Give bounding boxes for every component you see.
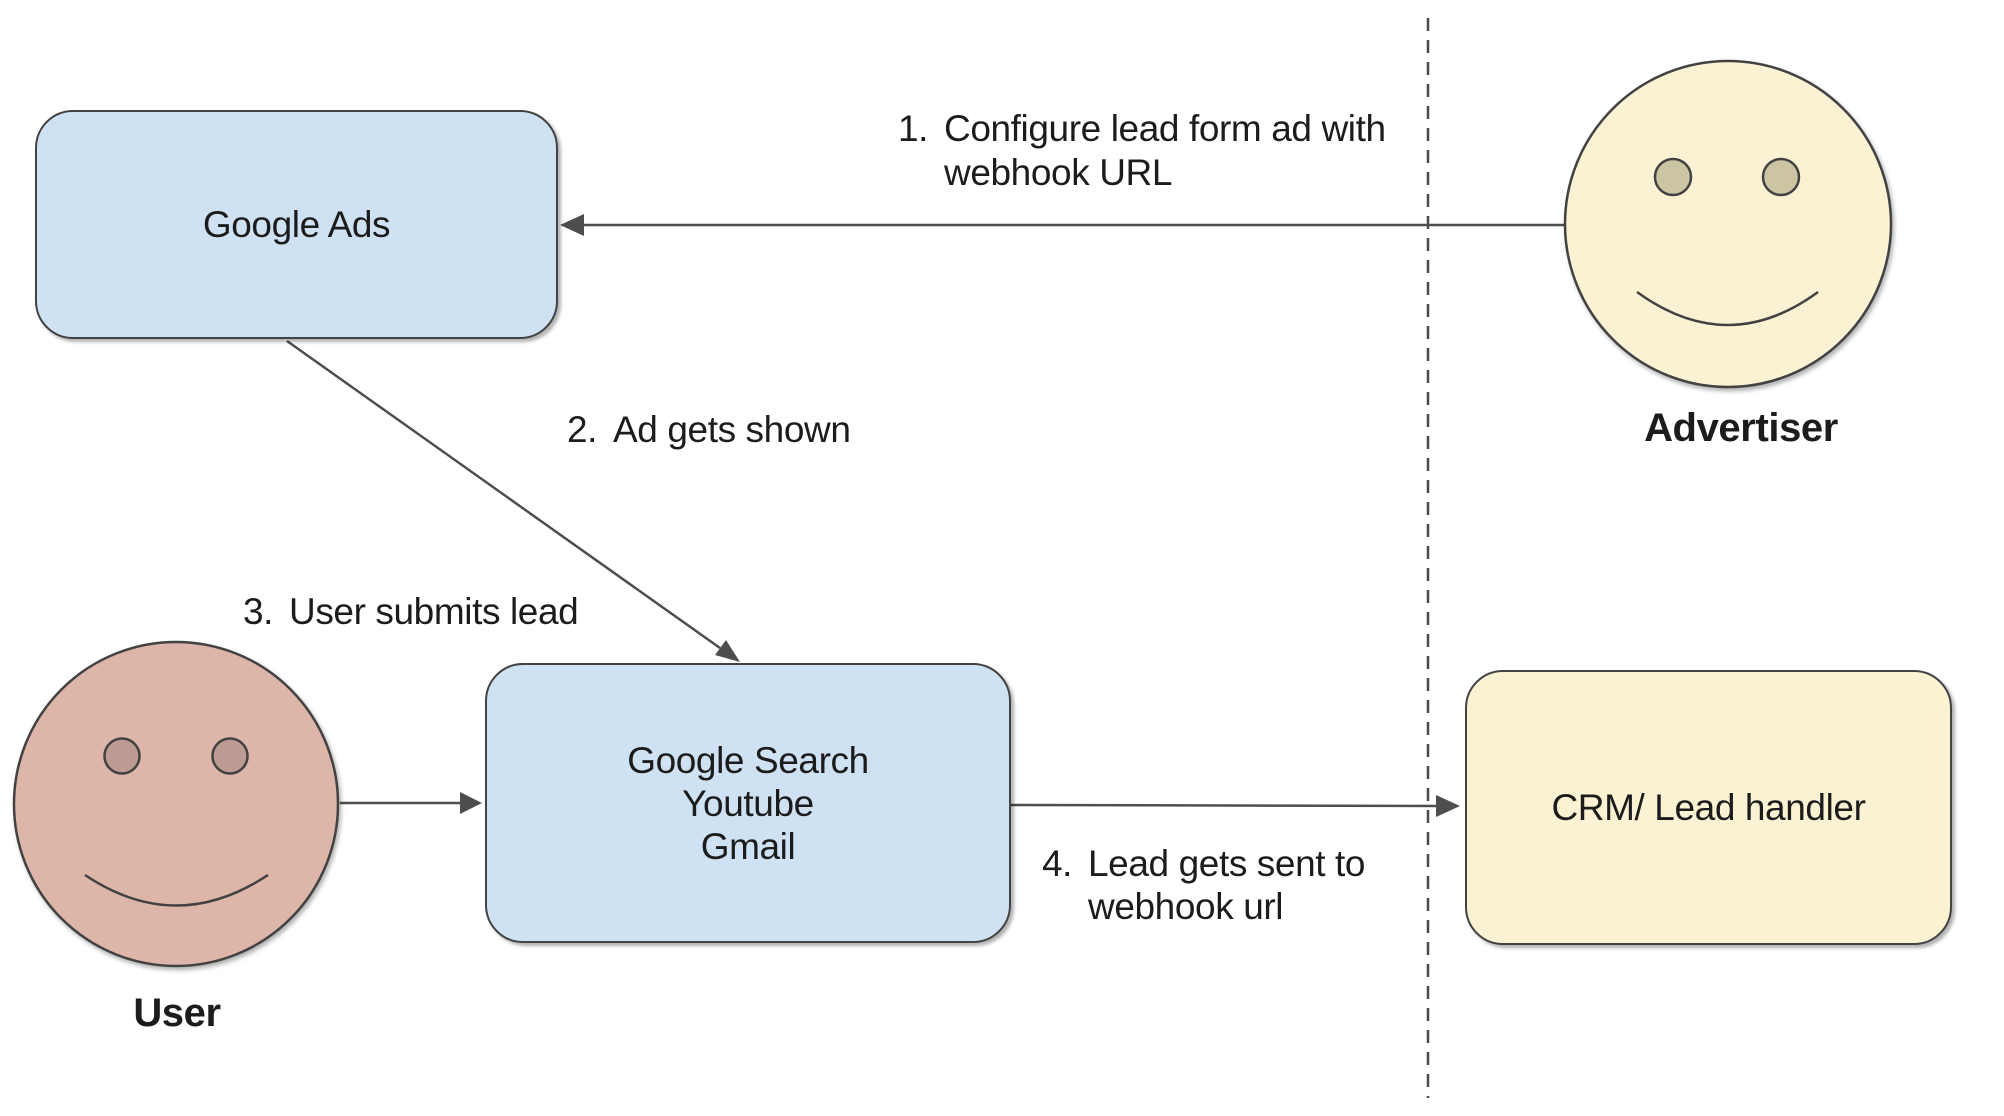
step2-label: 2. Ad gets shown [567,408,851,452]
step3-number: 3. [243,591,274,632]
google-ads-node: Google Ads [35,110,558,339]
advertiser-eye-left [1653,157,1693,197]
advertiser-label: Advertiser [1644,406,1838,450]
step4-text-line-2: webhook url [1088,886,1284,927]
advertiser-smile [1636,290,1819,327]
step4-label: 4. Lead gets sent to webhook url [1042,842,1365,928]
arrow-step1-configure [560,214,1565,236]
advertiser-eye-right [1761,157,1801,197]
step1-text: Configure lead form ad with webhook URL [944,107,1386,195]
user-smile [84,873,269,907]
google-surfaces-line-1: Google Search [627,739,869,781]
step4-number: 4. [1042,843,1073,884]
step1-text-line-1: Configure lead form ad with [944,108,1386,149]
step4-text: Lead gets sent to webhook url [1088,842,1365,928]
user-eye-right [211,737,249,775]
google-surfaces-line-3: Gmail [700,825,796,867]
google-surfaces-node: Google Search Youtube Gmail [485,663,1011,943]
step2-text: Ad gets shown [613,409,851,450]
crm-node: CRM/ Lead handler [1465,670,1952,945]
advertiser-face [1563,59,1893,389]
crm-node-label: CRM/ Lead handler [1551,787,1866,828]
step4-text-line-1: Lead gets sent to [1088,843,1366,884]
user-head [12,640,340,968]
arrow-step4-webhook [1010,795,1460,817]
google-surfaces-line-2: Youtube [682,782,814,824]
advertiser-head [1563,59,1893,389]
user-label: User [133,991,221,1035]
step1-label: 1. Configure lead form ad with webhook U… [898,107,1386,195]
step1-text-line-2: webhook URL [944,152,1173,193]
arrow-step3-submit-lead [340,792,482,814]
step2-number: 2. [567,409,598,450]
step3-label: 3. User submits lead [243,590,579,634]
step1-number: 1. [898,108,929,149]
user-eye-left [103,737,141,775]
google-ads-node-label: Google Ads [202,204,391,245]
user-face [12,640,340,968]
step3-text: User submits lead [289,591,579,632]
